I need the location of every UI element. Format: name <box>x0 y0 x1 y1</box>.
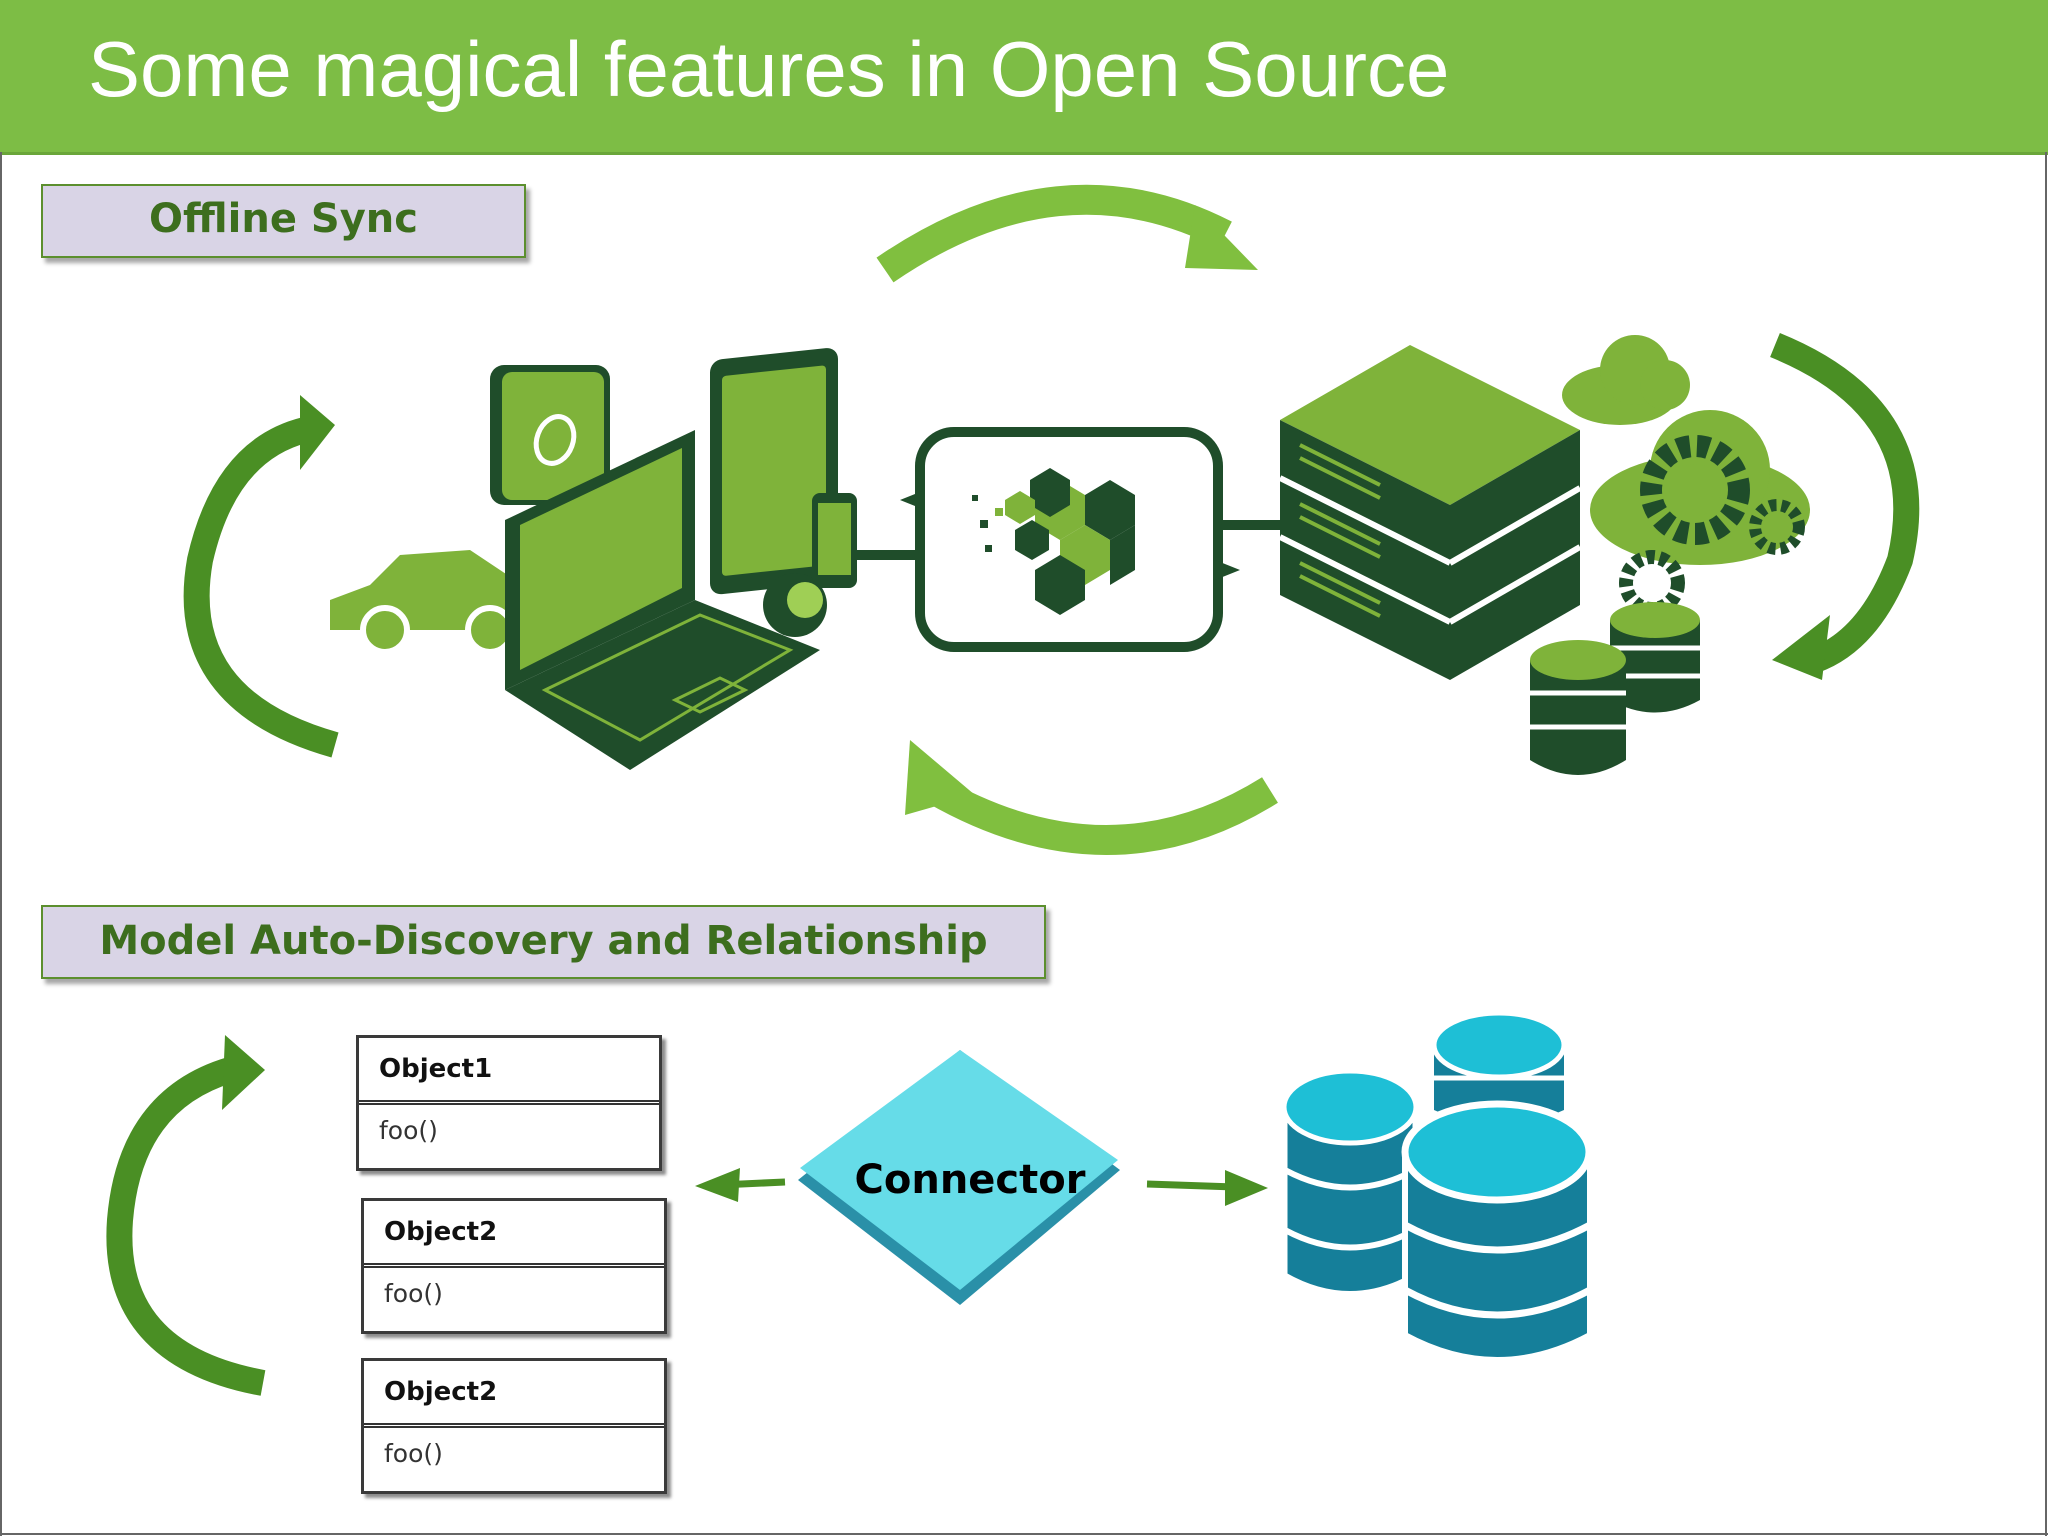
mobile-app-icon <box>490 365 610 505</box>
object-method: foo() <box>379 1116 438 1145</box>
sync-arrow-left-icon <box>183 395 339 758</box>
database-icon <box>1530 602 1700 775</box>
sync-arrow-right-icon <box>1770 332 1920 680</box>
object-box-1: Object1 foo() <box>356 1035 662 1171</box>
slide-title: Some magical features in Open Source <box>88 25 1450 113</box>
object-box-3: Object2 foo() <box>361 1358 667 1494</box>
slide-border-left <box>0 152 2 1536</box>
section-label-offline-sync: Offline Sync <box>41 184 526 258</box>
database-cluster-icon <box>1281 1010 1593 1363</box>
section-label-model-discovery: Model Auto-Discovery and Relationship <box>41 905 1046 979</box>
object-name: Object2 <box>364 1201 664 1268</box>
object-method: foo() <box>384 1439 443 1468</box>
arrow-to-database-icon <box>1146 1170 1268 1206</box>
connector-label: Connector <box>855 1157 1086 1203</box>
object-method: foo() <box>384 1279 443 1308</box>
object-name: Object1 <box>359 1038 659 1105</box>
slide-border-bottom <box>0 1533 2048 1535</box>
smartphone-icon <box>812 493 857 588</box>
arrow-to-objects-icon <box>695 1168 786 1202</box>
sync-arrow-top-icon <box>876 184 1258 283</box>
connector-diamond-icon <box>798 1050 1120 1305</box>
sync-hub-icon <box>855 427 1290 652</box>
server-rack-icon <box>1278 345 1582 680</box>
slide-border-right <box>2045 152 2047 1536</box>
laptop-icon <box>505 430 820 770</box>
title-bar: Some magical features in Open Source <box>0 0 2048 155</box>
discovery-loop-arrow-icon <box>106 1035 266 1396</box>
smartwatch-icon <box>763 573 827 637</box>
car-icon <box>330 550 530 655</box>
object-box-2: Object2 foo() <box>361 1198 667 1334</box>
sync-arrow-bottom-icon <box>905 740 1278 855</box>
object-name: Object2 <box>364 1361 664 1428</box>
tablet-icon <box>710 348 838 595</box>
